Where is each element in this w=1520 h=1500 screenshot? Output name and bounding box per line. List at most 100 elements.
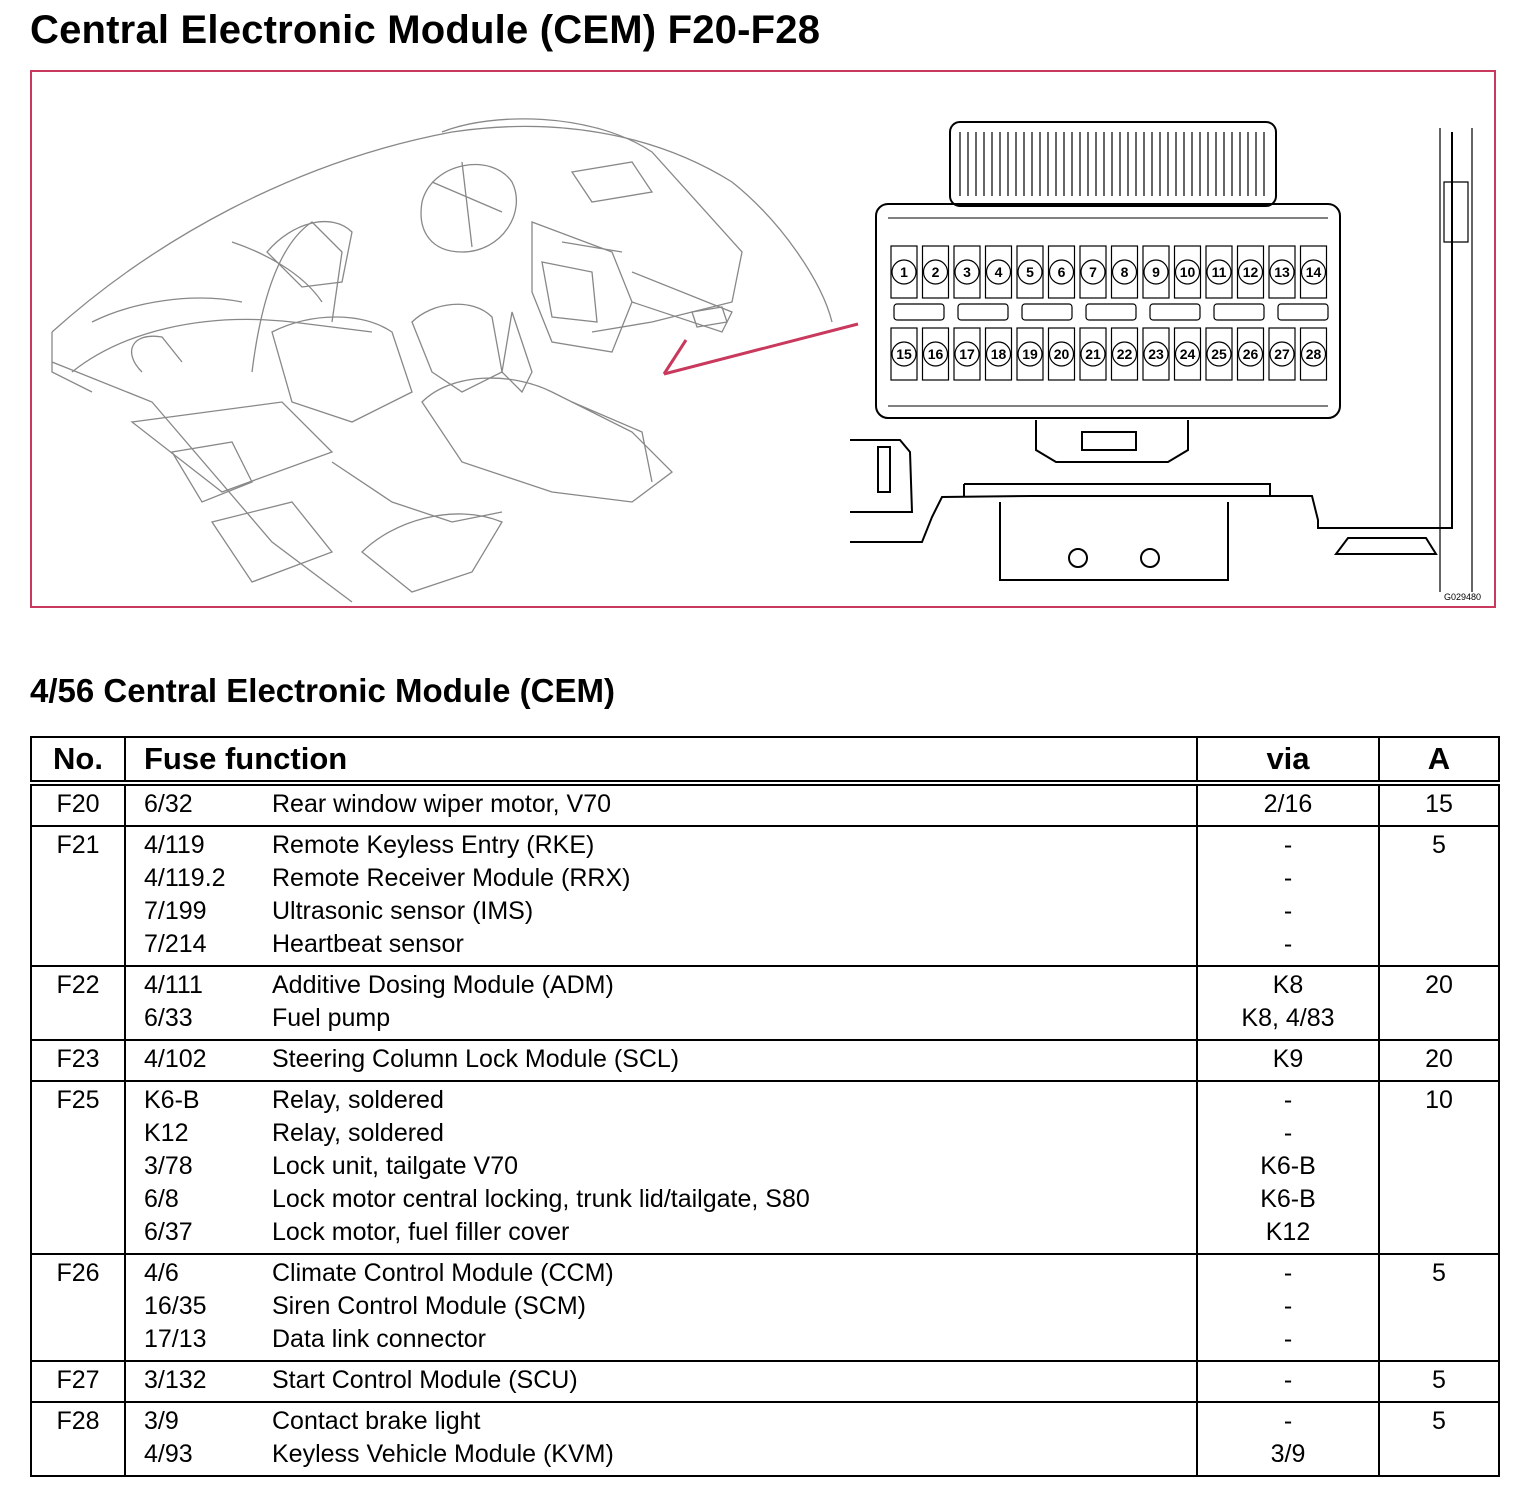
component-description: Additive Dosing Module (ADM) [272, 971, 614, 999]
component-description: Remote Receiver Module (RRX) [272, 864, 631, 892]
header-via: via [1196, 736, 1380, 786]
component-description: Steering Column Lock Module (SCL) [272, 1045, 680, 1073]
fuse-slot: 21 [1079, 327, 1107, 381]
page-title: Central Electronic Module (CEM) F20-F28 [30, 8, 821, 52]
fuse-slot: 27 [1268, 327, 1296, 381]
amperage-cell: 20 [1378, 965, 1500, 1041]
header-amperage: A [1378, 736, 1500, 786]
amperage-value: 10 [1425, 1086, 1453, 1114]
amperage-value: 5 [1432, 1259, 1446, 1287]
fuse-slot-number: 28 [1306, 346, 1322, 362]
component-code: 4/119.2 [144, 864, 226, 892]
fuse-slot-number: 24 [1180, 346, 1196, 362]
fuse-slot-number: 10 [1180, 264, 1196, 280]
fuse-slot: 16 [921, 327, 950, 381]
via-value: - [1283, 897, 1293, 925]
via-value: K6-B [1260, 1185, 1316, 1213]
fuse-slot-number: 3 [963, 264, 971, 280]
component-code: 16/35 [144, 1292, 207, 1320]
fuse-slot-number: 18 [991, 346, 1007, 362]
fuse-slot: 13 [1268, 245, 1296, 299]
fuse-slot-number: 2 [932, 264, 940, 280]
table-row: F21 4/119 Remote Keyless Entry (RKE) 4/119.… [30, 825, 1500, 967]
fuse-slot-number: 7 [1089, 264, 1097, 280]
function-line: 4/119 Remote Keyless Entry (RKE) [126, 829, 1196, 862]
component-description: Ultrasonic sensor (IMS) [272, 897, 534, 925]
component-code: 4/119 [144, 831, 205, 859]
relay-slot [957, 303, 1009, 321]
fuse-slot-number: 1 [900, 264, 908, 280]
function-line: 7/199 Ultrasonic sensor (IMS) [126, 895, 1196, 928]
relay-slot [1277, 303, 1329, 321]
fuse-slot-number: 16 [928, 346, 944, 362]
component-description: Fuel pump [272, 1004, 391, 1032]
fuse-slot: 17 [953, 327, 981, 381]
amperage-value: 20 [1425, 1045, 1453, 1073]
fuse-slot-number: 15 [896, 346, 912, 362]
fuse-slot: 9 [1142, 245, 1170, 299]
relay-slot [1213, 303, 1265, 321]
fuse-slot-number: 19 [1022, 346, 1038, 362]
fuse-slot: 4 [984, 245, 1013, 299]
component-code: 6/8 [144, 1185, 179, 1213]
fuse-slot-number: 12 [1243, 264, 1259, 280]
component-description: Lock motor, fuel filler cover [272, 1218, 570, 1246]
via-value: - [1283, 1366, 1293, 1394]
component-description: Remote Keyless Entry (RKE) [272, 831, 595, 859]
fuse-slot-number: 4 [995, 264, 1003, 280]
via-value: - [1283, 1292, 1293, 1320]
via-value: K12 [1265, 1218, 1311, 1246]
via-value: - [1283, 1086, 1293, 1114]
component-code: 4/6 [144, 1259, 179, 1287]
fuse-number-text: F25 [56, 1086, 100, 1114]
amperage-cell: 5 [1378, 1253, 1500, 1362]
amperage-value: 15 [1425, 790, 1453, 818]
fuse-slot: 11 [1205, 245, 1233, 299]
component-code: 7/214 [144, 930, 207, 958]
component-code: 7/199 [144, 897, 207, 925]
fuse-slot-number: 26 [1243, 346, 1259, 362]
component-code: K12 [144, 1119, 189, 1147]
location-arrow [662, 322, 859, 376]
via-value: - [1283, 1407, 1293, 1435]
fuse-slot: 24 [1173, 327, 1202, 381]
amperage-cell: 15 [1378, 782, 1500, 827]
via-value: K8 [1272, 971, 1304, 999]
fuse-slot: 8 [1110, 245, 1139, 299]
component-description: Climate Control Module (CCM) [272, 1259, 614, 1287]
fuse-slot: 15 [890, 327, 918, 381]
via-value: - [1283, 1259, 1293, 1287]
header-fuse-function: Fuse function [124, 736, 1198, 786]
component-description: Relay, soldered [272, 1119, 444, 1147]
fuse-number-text: F21 [56, 831, 100, 859]
fuse-slot: 14 [1299, 245, 1328, 299]
component-description: Relay, soldered [272, 1086, 444, 1114]
component-description: Lock unit, tailgate V70 [272, 1152, 518, 1180]
fuse-slot-number: 14 [1306, 264, 1322, 280]
via-cell: --- [1196, 1253, 1380, 1362]
component-code: 6/33 [144, 1004, 193, 1032]
fuse-slot-number: 25 [1211, 346, 1227, 362]
fuse-slot: 22 [1110, 327, 1139, 381]
fuse-slot-number: 8 [1121, 264, 1129, 280]
via-value: 2/16 [1263, 790, 1313, 818]
via-cell: K9 [1196, 1039, 1380, 1082]
fuse-slot: 12 [1236, 245, 1265, 299]
component-code: 4/93 [144, 1440, 193, 1468]
via-value: K9 [1272, 1045, 1304, 1073]
via-value: - [1283, 864, 1293, 892]
